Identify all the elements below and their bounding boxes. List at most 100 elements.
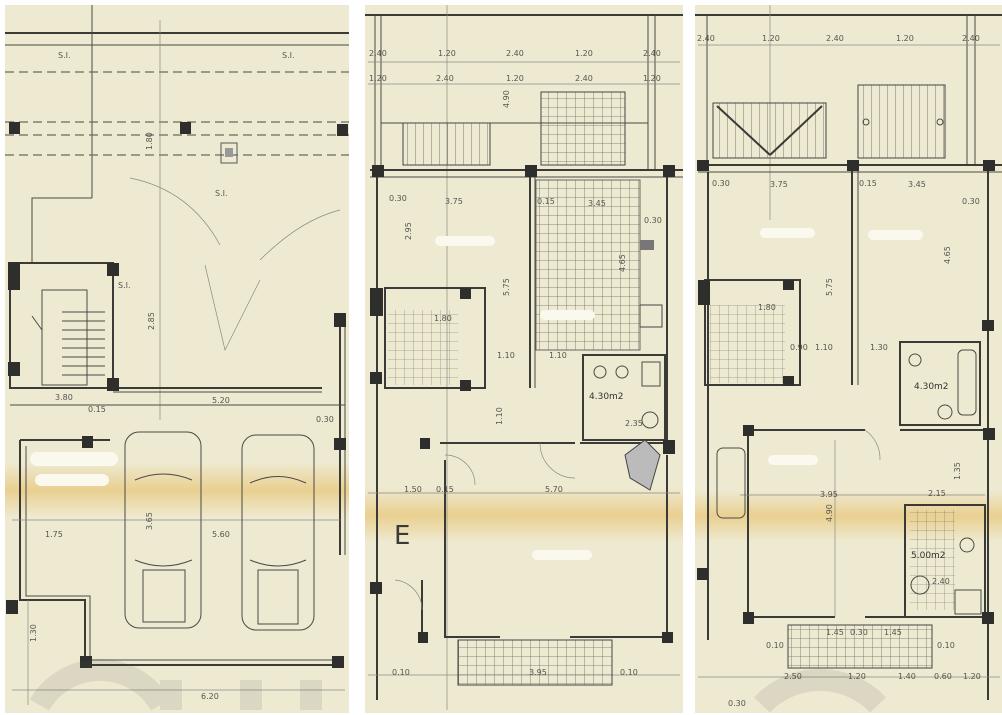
kitchen-appliance bbox=[640, 240, 654, 250]
dimension-labels: 2.40 1.20 2.40 1.20 2.40 1.20 2.40 1.20 … bbox=[369, 49, 662, 677]
label: 1.20 bbox=[438, 49, 456, 58]
label: 3.45 bbox=[588, 199, 606, 208]
label: 2.40 bbox=[643, 49, 661, 58]
drain-grate bbox=[225, 148, 233, 157]
redacted-label bbox=[35, 474, 109, 486]
stain bbox=[695, 490, 1002, 542]
label: 1.45 bbox=[826, 628, 844, 637]
label: 5.75 bbox=[825, 278, 834, 296]
label: 2.40 bbox=[506, 49, 524, 58]
label: 3.65 bbox=[145, 512, 154, 530]
label: 2.40 bbox=[697, 34, 715, 43]
label: 2.40 bbox=[962, 34, 980, 43]
label: 5.20 bbox=[212, 396, 230, 405]
label: 3.80 bbox=[55, 393, 73, 402]
label: 2.95 bbox=[404, 222, 413, 240]
label: 1.75 bbox=[45, 530, 63, 539]
label: 4.90 bbox=[825, 504, 834, 522]
redacted-label bbox=[868, 230, 923, 240]
label: 0.15 bbox=[88, 405, 106, 414]
label: 0.15 bbox=[537, 197, 555, 206]
label: 1.20 bbox=[762, 34, 780, 43]
label: 0.10 bbox=[392, 668, 410, 677]
bathtub bbox=[716, 447, 746, 519]
label: 3.75 bbox=[445, 197, 463, 206]
redacted-label bbox=[532, 550, 592, 560]
walls bbox=[5, 5, 349, 705]
label: 1.80 bbox=[434, 314, 452, 323]
label: 0.10 bbox=[766, 641, 784, 650]
label: 1.80 bbox=[145, 132, 154, 150]
label: 0.90 bbox=[790, 343, 808, 352]
label: 2.15 bbox=[928, 489, 946, 498]
label: 1.10 bbox=[815, 343, 833, 352]
structural-columns bbox=[370, 165, 675, 643]
column-marker bbox=[862, 118, 870, 126]
label: 0.30 bbox=[728, 699, 746, 708]
redacted-label bbox=[30, 452, 118, 466]
stair-treads bbox=[31, 311, 105, 376]
walls bbox=[365, 5, 683, 710]
redacted-label bbox=[760, 228, 815, 238]
panel-garage-level: S.I. S.I. S.I. S.I. 1.80 2.85 5.20 3.80 … bbox=[5, 5, 349, 713]
label: 0.60 bbox=[934, 672, 952, 681]
label: 1.20 bbox=[896, 34, 914, 43]
label: 4.65 bbox=[943, 246, 952, 264]
stair-treads bbox=[710, 305, 785, 383]
label: 3.95 bbox=[820, 490, 838, 499]
balcony-grid bbox=[787, 624, 933, 669]
label: 1.10 bbox=[495, 407, 504, 425]
label: 0.30 bbox=[712, 179, 730, 188]
cars bbox=[124, 431, 315, 631]
label: 1.50 bbox=[404, 485, 422, 494]
label: 4.65 bbox=[618, 254, 627, 272]
label: 1.20 bbox=[848, 672, 866, 681]
stain bbox=[5, 462, 349, 518]
label: 2.40 bbox=[932, 577, 950, 586]
panel-ground-floor: 2.40 1.20 2.40 1.20 2.40 1.20 2.40 1.20 … bbox=[365, 5, 683, 713]
label: 2.35 bbox=[625, 419, 643, 428]
label: 5.75 bbox=[502, 278, 511, 296]
label: 1.80 bbox=[758, 303, 776, 312]
label: 2.40 bbox=[575, 74, 593, 83]
balcony-grid bbox=[540, 91, 626, 166]
label: 0.15 bbox=[436, 485, 454, 494]
redacted-label bbox=[435, 236, 495, 246]
label: 2.40 bbox=[826, 34, 844, 43]
label: 2.40 bbox=[436, 74, 454, 83]
label: 2.40 bbox=[369, 49, 387, 58]
stain bbox=[365, 487, 683, 543]
bathroom-fixtures bbox=[593, 361, 661, 429]
label: S.I. bbox=[58, 51, 71, 60]
label: 3.75 bbox=[770, 180, 788, 189]
kitchen-tiles bbox=[535, 179, 641, 351]
label: 0.10 bbox=[620, 668, 638, 677]
label: 1.20 bbox=[369, 74, 387, 83]
label: 0.30 bbox=[962, 197, 980, 206]
label: 1.10 bbox=[497, 351, 515, 360]
label: 0.30 bbox=[850, 628, 868, 637]
label: 0.30 bbox=[644, 216, 662, 225]
balcony-grid bbox=[402, 122, 491, 166]
watermark bbox=[29, 659, 887, 713]
label: 0.10 bbox=[937, 641, 955, 650]
redacted-label bbox=[540, 310, 595, 320]
label: 1.20 bbox=[575, 49, 593, 58]
label: 0.30 bbox=[316, 415, 334, 424]
label: 0.15 bbox=[859, 179, 877, 188]
label: 5.70 bbox=[545, 485, 563, 494]
label: 5.60 bbox=[212, 530, 230, 539]
dimension-labels: S.I. S.I. S.I. S.I. 1.80 2.85 5.20 3.80 … bbox=[29, 51, 334, 701]
balcony-x-brace bbox=[712, 102, 827, 159]
label: 1.20 bbox=[963, 672, 981, 681]
structural-columns bbox=[6, 122, 348, 668]
label: 1.35 bbox=[953, 462, 962, 480]
label: 1.30 bbox=[870, 343, 888, 352]
entrance-marker: E bbox=[394, 521, 410, 551]
label: 1.10 bbox=[549, 351, 567, 360]
label: 4.90 bbox=[502, 90, 511, 108]
label: 1.30 bbox=[29, 624, 38, 642]
balcony-grid bbox=[457, 639, 613, 686]
bathroom-fixtures bbox=[908, 349, 982, 615]
